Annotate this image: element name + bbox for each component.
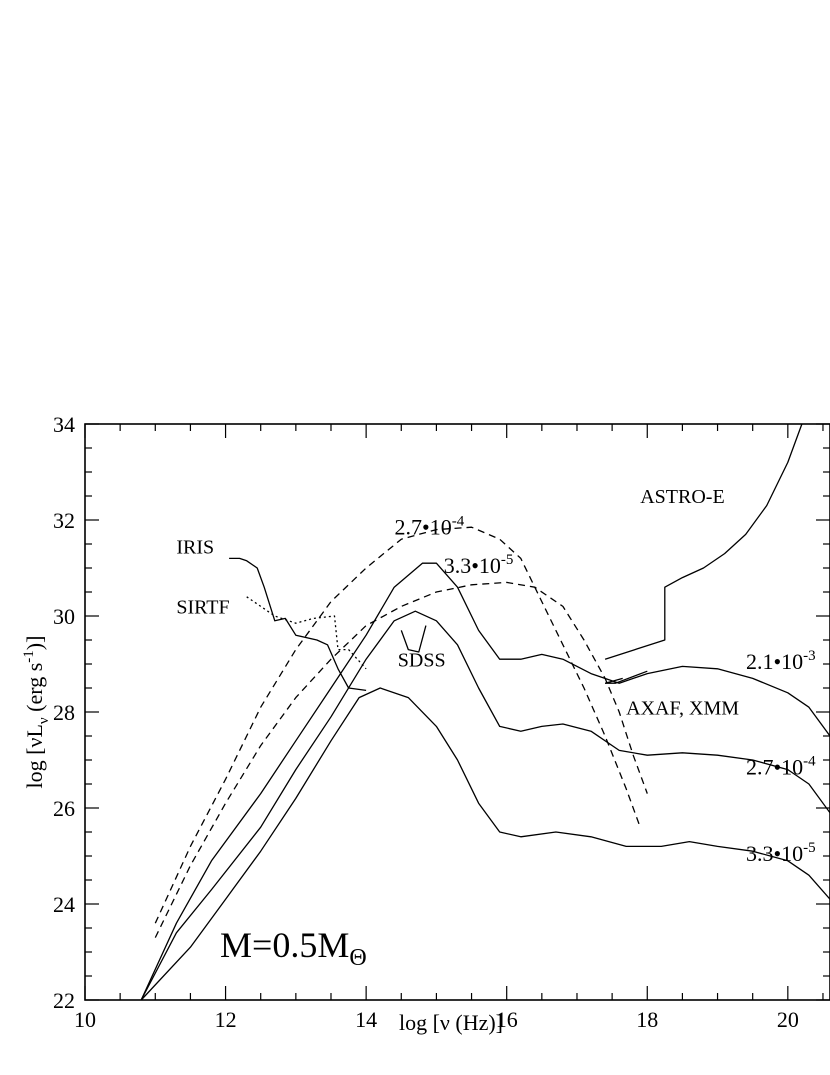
instrument-curve [604,423,803,660]
instrument-label: AXAF, XMM [626,697,739,719]
y-tick-label: 28 [53,700,75,725]
model-curve-dashed [154,526,641,924]
y-tick-label: 32 [53,508,75,533]
x-tick-label: 12 [215,1007,237,1032]
x-tick-label: 16 [496,1007,518,1032]
instrument-curve [604,677,623,684]
model-curves [140,526,830,1001]
axis-ticks [84,423,830,1001]
curve-label: 2.1•10-3 [746,648,816,674]
x-tick-label: 20 [777,1007,799,1032]
x-tick-label: 14 [355,1007,377,1032]
model-curve-solid [140,562,830,1001]
model-curve-solid [140,610,830,1001]
axis-tick-labels: 10 12 14 16 18 20 22 24 26 28 30 32 34 [53,412,799,1032]
curve-annotations: 2.1•10-3 2.7•10-4 3.3•10-5 2.7•10-4 3.3•10-5… [176,486,816,866]
instrument-curve [246,596,367,670]
x-axis-label: log [ν (Hz)] [399,1010,503,1035]
instrument-curve [229,557,367,692]
instrument-curve [400,625,427,653]
instrument-label: SDSS [398,649,446,671]
y-tick-label: 22 [53,988,75,1013]
curve-label: 2.7•10-4 [746,753,816,779]
instrument-label: IRIS [176,537,214,559]
x-tick-label: 18 [636,1007,658,1032]
x-tick-label: 10 [74,1007,96,1032]
y-tick-label: 26 [53,796,75,821]
instrument-curves [229,423,803,692]
y-tick-label: 24 [53,892,75,917]
instrument-curve [605,670,648,684]
model-curve-solid [140,687,830,1001]
curve-label: 3.3•10-5 [746,840,816,866]
curve-label: 3.3•10-5 [444,552,514,578]
y-tick-label: 34 [53,412,75,437]
y-axis-label: log [νLν (erg s-1)] [21,636,52,789]
y-tick-label: 30 [53,604,75,629]
model-curve-dashed [154,581,648,938]
instrument-label: SIRTF [176,597,229,619]
instrument-label: ASTRO-E [640,486,724,508]
mass-label: M=0.5MΘ [220,925,367,971]
curve-label: 2.7•10-4 [395,513,465,539]
